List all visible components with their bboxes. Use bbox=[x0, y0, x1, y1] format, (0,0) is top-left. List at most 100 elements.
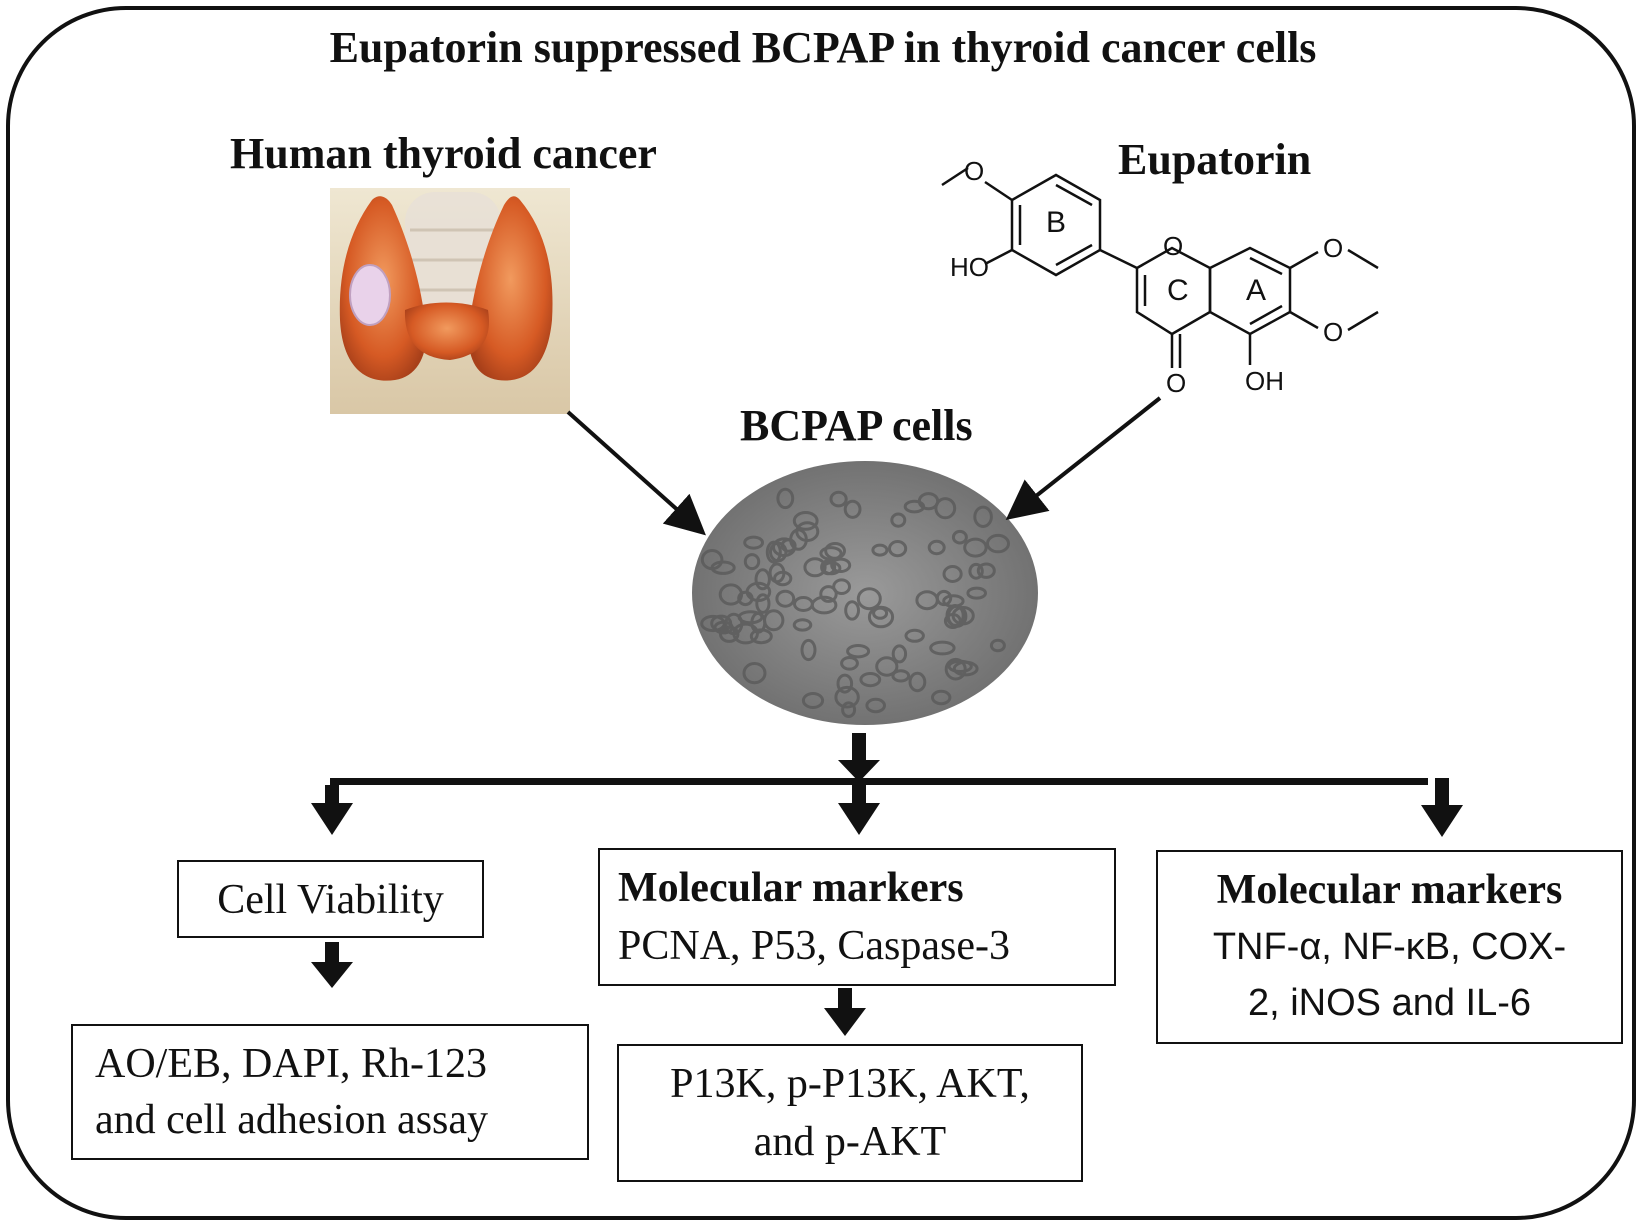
cell-spot bbox=[976, 562, 996, 579]
cell-spot bbox=[840, 656, 859, 671]
cell-spot bbox=[935, 589, 953, 607]
pathway-box: P13K, p-P13K, AKT, and p-AKT bbox=[617, 1044, 1083, 1182]
arrow-eupatorin-to-cells bbox=[1005, 396, 1162, 520]
cell-spot bbox=[773, 570, 793, 587]
cell-spot bbox=[891, 644, 908, 664]
cell-spot bbox=[843, 499, 862, 519]
cell-spot bbox=[820, 559, 837, 576]
atom-label: O bbox=[1166, 368, 1186, 398]
rounded-frame bbox=[6, 6, 1636, 1220]
markers-apoptosis-box: Molecular markers PCNA, P53, Caspase-3 bbox=[598, 848, 1116, 986]
diagram-title: Eupatorin suppressed BCPAP in thyroid ca… bbox=[329, 23, 1317, 72]
cell-spot bbox=[989, 638, 1006, 653]
cell-spot bbox=[749, 628, 773, 645]
cell-spot bbox=[780, 538, 797, 553]
cell-spot bbox=[841, 701, 857, 719]
atom-label: O bbox=[1323, 317, 1343, 347]
cell-spot bbox=[745, 581, 772, 603]
cell-spot bbox=[929, 640, 956, 656]
eupatorin-labels: O HO O O O O OH B C A bbox=[950, 156, 1343, 398]
cell-spot bbox=[792, 618, 813, 632]
cell-spot bbox=[776, 487, 795, 510]
markers-inflammation-line-2: 2, iNOS and IL-6 bbox=[1247, 982, 1532, 1024]
cell-spot bbox=[713, 620, 734, 635]
cell-spot bbox=[927, 539, 946, 556]
cell-spot bbox=[865, 697, 887, 714]
cell-viability-box: Cell Viability bbox=[177, 860, 484, 938]
cell-spot bbox=[819, 585, 838, 603]
cell-spot bbox=[890, 512, 907, 528]
markers-apoptosis-items: PCNA, P53, Caspase-3 bbox=[618, 923, 1011, 969]
cell-spot bbox=[891, 669, 911, 683]
markers-inflammation-title: Molecular markers bbox=[1216, 867, 1563, 913]
cell-spot bbox=[765, 540, 782, 564]
cell-spot bbox=[737, 610, 764, 625]
cell-viability-label: Cell Viability bbox=[217, 877, 444, 923]
markers-inflammation-line-1: TNF-α, NF-κB, COX- bbox=[1212, 926, 1567, 968]
cell-spot bbox=[789, 528, 808, 551]
atom-label: O bbox=[1163, 231, 1183, 261]
cell-spot bbox=[742, 662, 767, 685]
cell-spot bbox=[836, 673, 854, 694]
cell-spot bbox=[819, 546, 843, 561]
cell-spot bbox=[718, 583, 744, 606]
cell-spot bbox=[875, 656, 899, 677]
cells-heading: BCPAP cells bbox=[740, 401, 973, 450]
atom-label: OH bbox=[1245, 366, 1284, 396]
eupatorin-heading: Eupatorin bbox=[1118, 135, 1312, 184]
ring-label: B bbox=[1046, 206, 1066, 239]
cell-spot bbox=[775, 589, 796, 608]
cell-spot bbox=[732, 622, 759, 645]
cell-spot bbox=[904, 628, 925, 643]
markers-inflammation-box: Molecular markers TNF-α, NF-κB, COX- 2, … bbox=[1156, 850, 1623, 1044]
cell-spot bbox=[986, 533, 1010, 554]
cell-spot bbox=[793, 596, 814, 612]
cell-spot bbox=[942, 565, 963, 583]
atom-label: O bbox=[1323, 233, 1343, 263]
cell-spot bbox=[968, 562, 984, 580]
cell-spot bbox=[830, 557, 852, 573]
cell-spot bbox=[755, 593, 771, 614]
bcpap-cells-image bbox=[692, 461, 1038, 725]
cell-spot bbox=[903, 499, 926, 514]
cell-spot bbox=[829, 490, 848, 508]
assays-line-1: AO/EB, DAPI, Rh-123 bbox=[95, 1041, 488, 1087]
cell-spot bbox=[754, 568, 771, 591]
cell-spot bbox=[951, 529, 968, 545]
thyroid-heading: Human thyroid cancer bbox=[230, 129, 657, 178]
cell-spot bbox=[931, 689, 952, 706]
cell-spot bbox=[803, 557, 827, 578]
atom-label: O bbox=[964, 156, 984, 186]
cell-spot bbox=[966, 586, 988, 600]
cell-spot bbox=[763, 609, 785, 632]
thyroid-illustration bbox=[330, 188, 570, 414]
assays-line-2: and cell adhesion assay bbox=[95, 1097, 489, 1143]
cell-spot bbox=[834, 685, 860, 709]
cell-spot bbox=[700, 549, 724, 571]
cell-spot bbox=[844, 600, 860, 621]
ring-label: C bbox=[1167, 274, 1189, 307]
cell-spot bbox=[856, 587, 882, 611]
ring-label: A bbox=[1246, 274, 1266, 307]
cell-spot bbox=[942, 594, 965, 608]
pathway-line-2: and p-AKT bbox=[753, 1119, 947, 1165]
cell-spot bbox=[743, 535, 764, 550]
eupatorin-structure bbox=[941, 166, 1379, 368]
cell-spot bbox=[963, 537, 988, 558]
cell-spot bbox=[743, 553, 761, 571]
markers-apoptosis-title: Molecular markers bbox=[618, 865, 964, 911]
cell-spot bbox=[800, 638, 817, 662]
cell-spot bbox=[944, 657, 967, 681]
atom-label: HO bbox=[950, 252, 989, 282]
cell-spot bbox=[934, 497, 957, 520]
cell-spot bbox=[859, 672, 882, 688]
branch-connectors bbox=[311, 733, 1463, 1036]
cell-spot bbox=[871, 543, 889, 557]
cell-spot bbox=[801, 692, 825, 709]
cell-spot bbox=[846, 644, 871, 659]
cell-spot bbox=[872, 606, 889, 620]
cell-spot bbox=[973, 505, 993, 528]
arrow-thyroid-to-cells bbox=[566, 410, 706, 536]
